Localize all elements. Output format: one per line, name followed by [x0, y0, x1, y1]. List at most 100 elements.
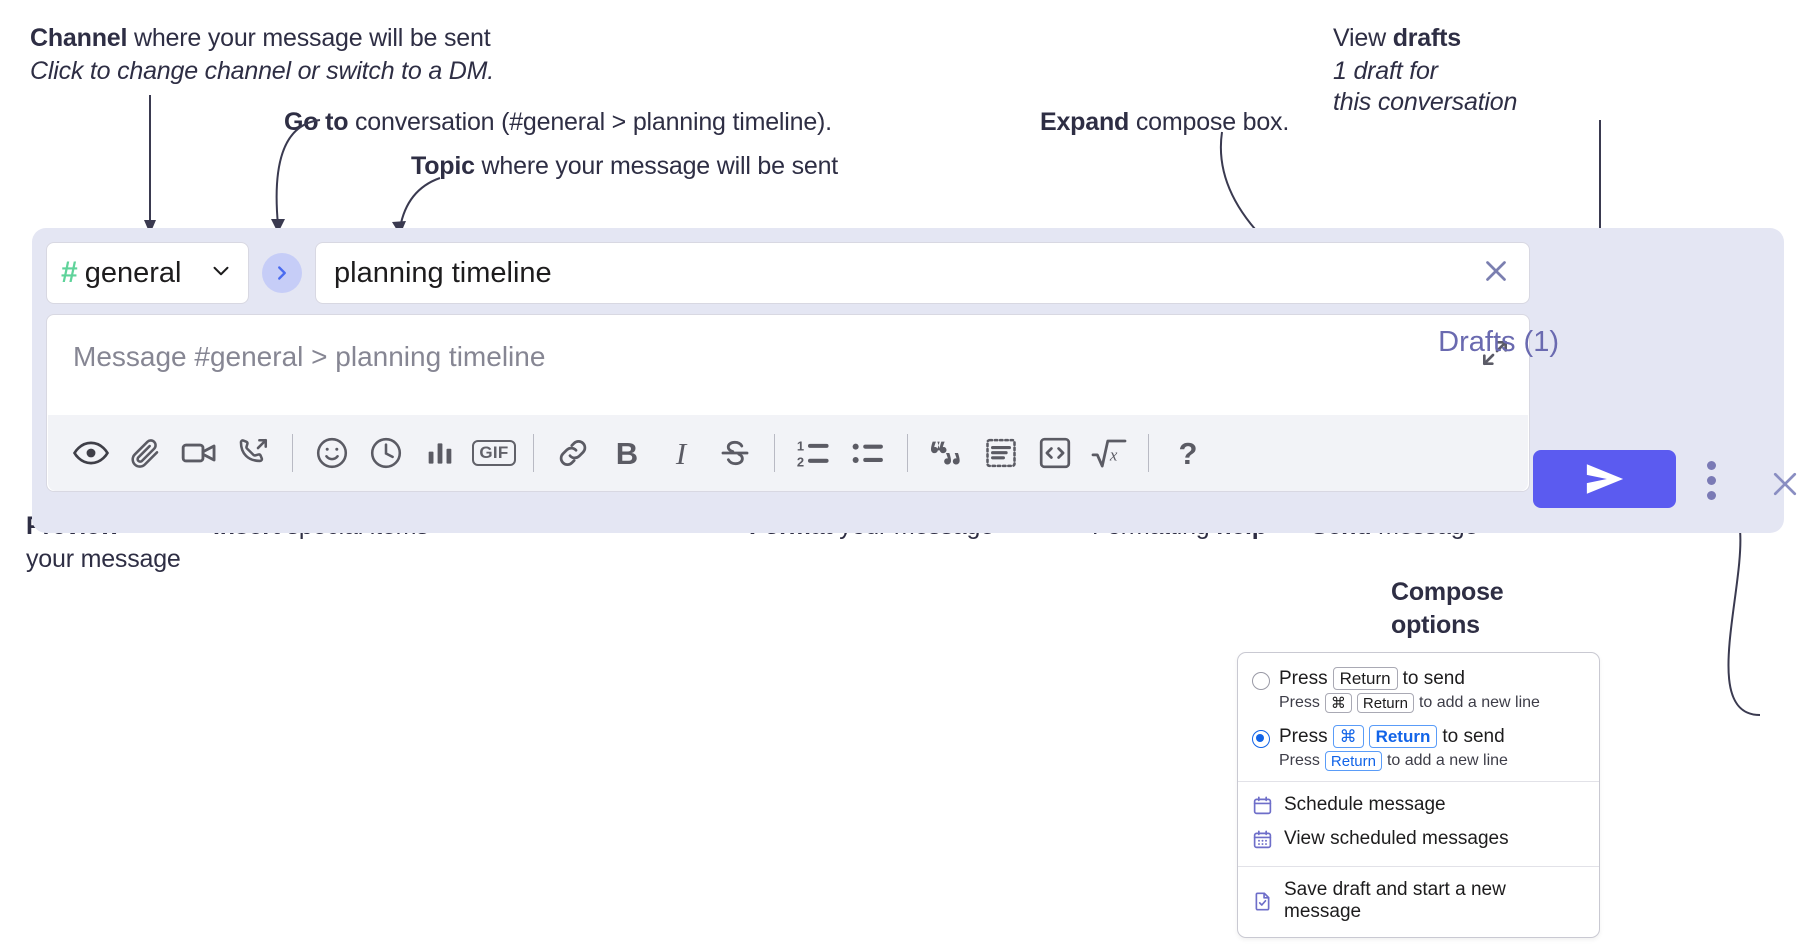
drafts-link[interactable]: Drafts (1)	[1438, 326, 1559, 358]
message-input-box[interactable]: Message #general > planning timeline	[46, 314, 1530, 492]
menu-item-label: Save draft and start a new message	[1284, 879, 1506, 922]
menu-divider	[1238, 781, 1599, 782]
formatting-toolbar: GIF B I	[48, 415, 1528, 491]
radio-cmd-return-to-send[interactable]	[1252, 730, 1270, 748]
bulleted-list-icon[interactable]	[841, 426, 895, 480]
option-post: to send	[1402, 667, 1465, 689]
toolbar-divider	[292, 434, 293, 472]
annotation-drafts: View drafts	[1333, 22, 1461, 54]
menu-option-cmd-return-to-send[interactable]: Press ⌘ Return to send Press Return to a…	[1238, 723, 1599, 771]
annotation-drafts-prefix: View	[1333, 24, 1393, 52]
option-line: Press ⌘ Return to send	[1279, 725, 1585, 748]
kebab-dot	[1706, 460, 1716, 470]
annotation-topic-rest: where your message will be sent	[474, 152, 839, 180]
annotation-preview-line2: your message	[26, 543, 181, 575]
emoji-icon[interactable]	[305, 426, 359, 480]
menu-item-label: View scheduled messages	[1284, 828, 1509, 849]
link-icon[interactable]	[546, 426, 600, 480]
blockquote-icon[interactable]	[920, 426, 974, 480]
strikethrough-icon[interactable]	[708, 426, 762, 480]
annotation-compose-options-line2: options	[1391, 611, 1480, 639]
help-icon[interactable]: ?	[1161, 426, 1215, 480]
menu-item-save-draft[interactable]: Save draft and start a new message	[1238, 873, 1599, 929]
italic-glyph: I	[675, 435, 687, 471]
poll-icon[interactable]	[413, 426, 467, 480]
compose-panel: # general planning timeline M	[32, 228, 1797, 533]
toolbar-divider	[774, 434, 775, 472]
kebab-dot	[1706, 490, 1716, 500]
svg-text:2: 2	[797, 455, 804, 470]
key-return: Return	[1368, 725, 1438, 748]
topic-value: planning timeline	[334, 256, 552, 289]
close-panel-icon[interactable]	[1767, 466, 1803, 502]
annotation-goto-rest: conversation (#general > planning timeli…	[348, 108, 832, 136]
option-pre: Press	[1279, 667, 1328, 689]
math-icon[interactable]: x	[1082, 426, 1136, 480]
channel-name-label: general	[84, 256, 182, 289]
annotation-goto-bold: Go to	[284, 108, 349, 136]
menu-item-view-scheduled-messages[interactable]: View scheduled messages	[1238, 822, 1599, 856]
option-sub-pre: Press	[1279, 752, 1320, 769]
annotation-drafts-sub1: 1 draft for	[1333, 55, 1438, 87]
svg-text:x: x	[1109, 446, 1118, 465]
code-icon[interactable]	[1028, 426, 1082, 480]
channel-selector[interactable]: # general	[46, 242, 249, 304]
svg-text:1: 1	[797, 438, 804, 453]
hash-icon: #	[61, 256, 78, 289]
clock-icon[interactable]	[359, 426, 413, 480]
close-icon[interactable]	[1479, 254, 1513, 293]
annotation-channel-italic-text: Click to change channel or switch to a D…	[30, 57, 495, 85]
annotation-compose-options-2: options	[1391, 609, 1480, 641]
compose-options-menu: Press Return to send Press ⌘ Return to a…	[1237, 652, 1600, 938]
chevron-down-icon	[208, 258, 234, 289]
option-body: Press Return to send Press ⌘ Return to a…	[1279, 667, 1585, 713]
italic-icon[interactable]: I	[654, 426, 708, 480]
expand-compose-box-icon[interactable]	[1479, 337, 1513, 371]
gif-label: GIF	[472, 439, 516, 467]
key-command: ⌘	[1324, 693, 1352, 713]
annotation-expand-bold: Expand	[1040, 108, 1130, 136]
calendar-icon	[1252, 795, 1273, 816]
annotation-topic: Topic where your message will be sent	[411, 150, 838, 182]
annotation-compose-options-line1: Compose	[1391, 578, 1504, 606]
key-return: Return	[1324, 751, 1382, 771]
annotation-drafts-sub2-text: this conversation	[1333, 88, 1518, 116]
annotation-channel: Channel where your message will be sent	[30, 22, 491, 54]
send-icon	[1586, 464, 1623, 494]
key-return: Return	[1332, 667, 1398, 690]
option-sub-post: to add a new line	[1418, 694, 1540, 711]
gif-icon[interactable]: GIF	[467, 426, 521, 480]
code-block-icon[interactable]	[974, 426, 1028, 480]
toolbar-divider	[907, 434, 908, 472]
option-post: to send	[1442, 725, 1505, 747]
save-draft-icon	[1252, 891, 1273, 912]
attachment-icon[interactable]	[118, 426, 172, 480]
annotation-expand-rest: compose box.	[1129, 108, 1290, 136]
radio-return-to-send[interactable]	[1252, 672, 1270, 690]
menu-item-label: Schedule message	[1284, 794, 1446, 815]
go-to-conversation-button[interactable]	[262, 253, 302, 293]
kebab-dot	[1706, 475, 1716, 485]
preview-icon[interactable]	[64, 426, 118, 480]
annotation-drafts-bold: drafts	[1392, 24, 1461, 52]
annotation-compose-options-1: Compose	[1391, 576, 1504, 608]
chevron-right-icon	[278, 266, 286, 280]
menu-option-return-to-send[interactable]: Press Return to send Press ⌘ Return to a…	[1238, 665, 1599, 713]
topic-input[interactable]: planning timeline	[315, 242, 1530, 304]
annotation-topic-bold: Topic	[411, 152, 475, 180]
key-command: ⌘	[1332, 725, 1364, 748]
video-icon[interactable]	[172, 426, 226, 480]
bold-icon[interactable]: B	[600, 426, 654, 480]
menu-item-schedule-message[interactable]: Schedule message	[1238, 788, 1599, 822]
option-pre: Press	[1279, 725, 1328, 747]
huddle-icon[interactable]	[226, 426, 280, 480]
calendar-grid-icon	[1252, 829, 1273, 850]
annotation-drafts-sub2: this conversation	[1333, 86, 1517, 118]
toolbar-divider	[1148, 434, 1149, 472]
option-sub: Press Return to add a new line	[1279, 751, 1585, 771]
send-button[interactable]	[1533, 450, 1676, 508]
compose-options-button[interactable]	[1700, 455, 1722, 505]
menu-divider	[1238, 866, 1599, 867]
